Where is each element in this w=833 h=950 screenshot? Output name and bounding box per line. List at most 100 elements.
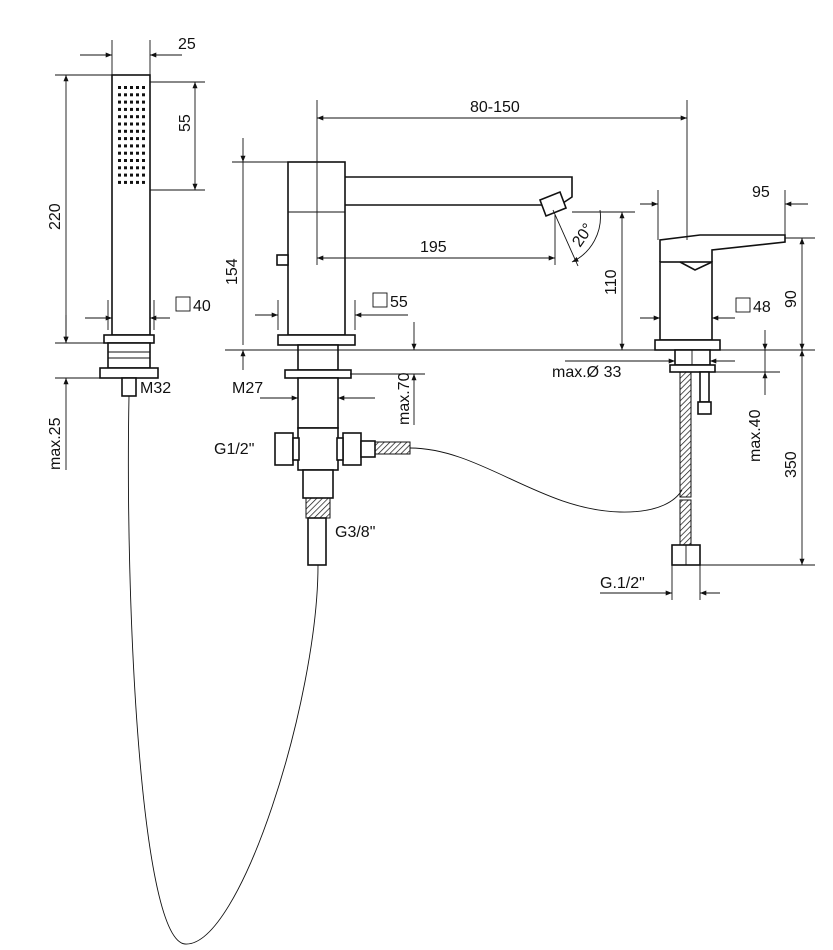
spray-hole <box>118 166 121 170</box>
spray-holes <box>118 86 145 184</box>
spray-hole <box>118 86 121 89</box>
spray-hole <box>124 151 127 155</box>
spray-hole <box>130 137 133 141</box>
spray-hole <box>142 122 145 126</box>
spray-hole <box>124 86 127 89</box>
spout-height: 154 <box>224 258 241 285</box>
spray-hole <box>142 166 145 170</box>
spray-hole <box>118 107 121 111</box>
mixer-max-thickness: max.40 <box>747 409 764 462</box>
spray-hole <box>136 137 139 141</box>
spray-hole <box>136 144 139 148</box>
spray-hole <box>142 151 145 155</box>
spout-dimensions: 154 55 80-150 195 20° 110 M27 max.70 G1/… <box>214 99 760 541</box>
spray-hole <box>136 100 139 104</box>
mixer-max-hole: max.Ø 33 <box>552 364 621 381</box>
spray-hole <box>130 122 133 126</box>
mixer-hose-length: 350 <box>783 451 800 478</box>
spray-hole <box>118 100 121 104</box>
spray-hole <box>118 151 121 155</box>
spray-hole <box>130 86 133 89</box>
spray-hole <box>142 115 145 119</box>
spout-reach: 195 <box>420 239 447 256</box>
handshower <box>99 74 159 397</box>
spray-hole <box>136 93 139 97</box>
mixer-connection: G.1/2" <box>600 575 645 592</box>
spray-hole <box>142 137 145 141</box>
spray-hole <box>142 107 145 111</box>
spray-hole <box>142 173 145 177</box>
spray-height: 55 <box>177 114 194 132</box>
spray-hole <box>124 159 127 162</box>
spout-thread: M27 <box>232 380 263 397</box>
mixer-dimensions: 95 90 48 max.Ø 33 max.40 350 G.1/2" <box>552 184 815 600</box>
spray-hole <box>130 129 133 133</box>
spray-hole <box>130 144 133 148</box>
spout-reach-range: 80-150 <box>470 99 520 116</box>
spray-hole <box>124 180 127 184</box>
spray-hole <box>118 180 121 184</box>
spray-hole <box>142 129 145 133</box>
spray-hole <box>124 100 127 104</box>
spray-hole <box>124 115 127 119</box>
spout-max-thickness: max.70 <box>396 372 413 425</box>
spray-hole <box>124 144 127 148</box>
handshower-hose <box>127 395 319 945</box>
handshower-max-thickness: max.25 <box>47 417 64 470</box>
spray-hole <box>136 151 139 155</box>
spray-hole <box>142 159 145 162</box>
spray-hole <box>124 129 127 133</box>
spray-hole <box>136 129 139 133</box>
spray-hole <box>118 93 121 97</box>
spray-hole <box>130 173 133 177</box>
spray-hole <box>118 122 121 126</box>
spout-inlet: G1/2" <box>214 441 254 458</box>
spray-hole <box>142 100 145 104</box>
spray-hole <box>136 166 139 170</box>
spray-hole <box>142 93 145 97</box>
square-symbol-icon <box>175 296 191 312</box>
square-symbol-icon <box>735 297 751 313</box>
spray-hole <box>124 137 127 141</box>
handshower-thread: M32 <box>140 380 171 397</box>
spray-hole <box>130 180 133 184</box>
spray-hole <box>130 100 133 104</box>
handshower-width: 25 <box>178 36 196 53</box>
mixer-lever-length: 95 <box>752 184 770 201</box>
spout <box>274 161 573 566</box>
spray-hole <box>142 144 145 148</box>
handshower-height: 220 <box>47 203 64 230</box>
spray-hole <box>142 86 145 89</box>
square-symbol-icon <box>372 292 388 308</box>
mixer-square: 48 <box>753 299 771 316</box>
handshower-dimensions: 25 55 220 40 max.25 M32 <box>47 36 211 470</box>
spray-hole <box>130 159 133 162</box>
spray-hole <box>118 173 121 177</box>
spout-angle: 20° <box>569 221 597 251</box>
spray-hole <box>118 159 121 162</box>
handshower-square: 40 <box>193 298 211 315</box>
spray-hole <box>118 129 121 133</box>
spray-hole <box>130 115 133 119</box>
spray-hole <box>136 86 139 89</box>
spray-hole <box>136 173 139 177</box>
spray-hole <box>136 115 139 119</box>
spray-hole <box>124 93 127 97</box>
spray-hole <box>124 107 127 111</box>
spray-hole <box>124 122 127 126</box>
spout-outlet: G3/8" <box>335 524 375 541</box>
spout-outlet-height: 110 <box>603 269 620 295</box>
mixer <box>654 234 786 566</box>
spray-hole <box>130 93 133 97</box>
spout-square: 55 <box>390 294 408 311</box>
spray-hole <box>136 159 139 162</box>
spray-hole <box>136 180 139 184</box>
spray-hole <box>118 115 121 119</box>
spray-hole <box>136 107 139 111</box>
spray-hole <box>130 107 133 111</box>
spray-hole <box>118 144 121 148</box>
mixer-height: 90 <box>783 290 800 308</box>
spray-hole <box>124 166 127 170</box>
spray-hole <box>142 180 145 184</box>
